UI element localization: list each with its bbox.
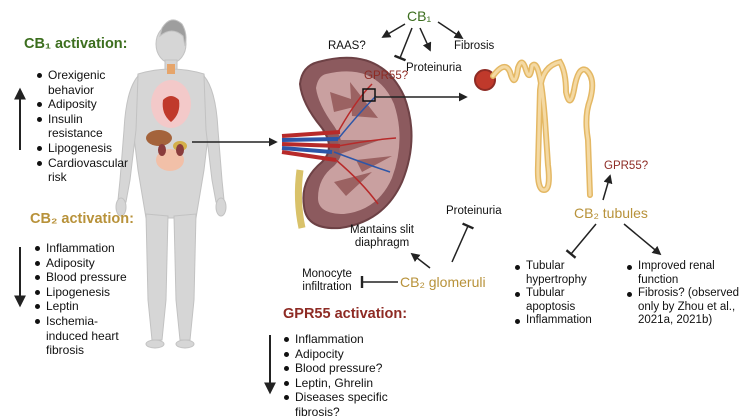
tubular-effects-list: Tubular hypertrophy Tubular apoptosis In… <box>514 260 608 328</box>
list-item: Orexigenic behavior <box>36 68 136 97</box>
fibrosis-label: Fibrosis <box>454 40 495 52</box>
tubules-to-renal-function-arrow <box>623 223 662 256</box>
list-item: Diseases specific fibrosis? <box>283 390 423 419</box>
proteinuria-top-label: Proteinuria <box>406 62 462 74</box>
list-item: Inflammation <box>514 314 608 328</box>
list-item: Adiposity <box>34 256 138 271</box>
cb1-to-proteinuria-arrow <box>419 27 432 52</box>
cb1-inhibits-gpr55-line <box>393 27 413 62</box>
cb1-activation-list: Orexigenic behavior Adiposity Insulin re… <box>36 68 136 185</box>
list-item: Adipocity <box>283 347 423 362</box>
list-item: Tubular apoptosis <box>514 287 608 314</box>
list-item: Blood pressure <box>34 270 138 285</box>
raas-label: RAAS? <box>328 40 366 52</box>
cb2-tubules-label: CB₂ tubules <box>574 205 648 221</box>
glomeruli-to-slit-arrow <box>410 252 431 269</box>
gpr55-activation-list: Inflammation Adipocity Blood pressure? L… <box>283 332 423 420</box>
list-item: Improved renal function <box>626 260 740 287</box>
body-organs <box>146 64 191 171</box>
renal-effects-list: Improved renal function Fibrosis? (obser… <box>626 260 740 328</box>
glomeruli-inhibits-proteinuria-line <box>451 222 474 263</box>
list-item: Insulin resistance <box>36 112 136 141</box>
list-item: Fibrosis? (observed only by Zhou et al.,… <box>626 287 740 328</box>
cb1-activation-title: CB₁ activation: <box>24 36 128 52</box>
cb2-glomeruli-label: CB₂ glomeruli <box>400 274 486 290</box>
proteinuria-mid-label: Proteinuria <box>446 205 502 217</box>
list-item: Adiposity <box>36 97 136 112</box>
slit-diaphragm-label: Mantains slit diaphragm <box>350 224 414 249</box>
list-item: Lipogenesis <box>34 285 138 300</box>
list-item: Tubular hypertrophy <box>514 260 608 287</box>
tubules-to-gpr55-arrow <box>602 174 613 201</box>
list-item: Inflammation <box>283 332 423 347</box>
cb2-activation-list: Inflammation Adiposity Blood pressure Li… <box>34 241 138 358</box>
cb1-to-fibrosis-arrow <box>437 21 464 39</box>
tubules-inhibits-hypertrophy-line <box>565 223 597 259</box>
cb2-activation-title: CB₂ activation: <box>30 211 134 227</box>
gpr55-tubules-label: GPR55? <box>604 160 649 172</box>
monocyte-label: Monocyte infiltration <box>302 268 352 293</box>
list-item: Ischemia-induced heart fibrosis <box>34 314 138 358</box>
list-item: Leptin <box>34 299 138 314</box>
list-item: Leptin, Ghrelin <box>283 376 423 391</box>
list-item: Lipogenesis <box>36 141 136 156</box>
list-item: Cardiovascular risk <box>36 156 136 185</box>
list-item: Inflammation <box>34 241 138 256</box>
gpr55-kidney-label: GPR55? <box>364 70 409 82</box>
cb1-kidney-label: CB₁ <box>407 8 432 24</box>
list-item: Blood pressure? <box>283 361 423 376</box>
kidney-cross-section <box>281 56 413 230</box>
gpr55-activation-title: GPR55 activation: <box>283 306 408 322</box>
cb1-to-raas-arrow <box>381 23 406 38</box>
nephron-illustration <box>474 58 596 198</box>
